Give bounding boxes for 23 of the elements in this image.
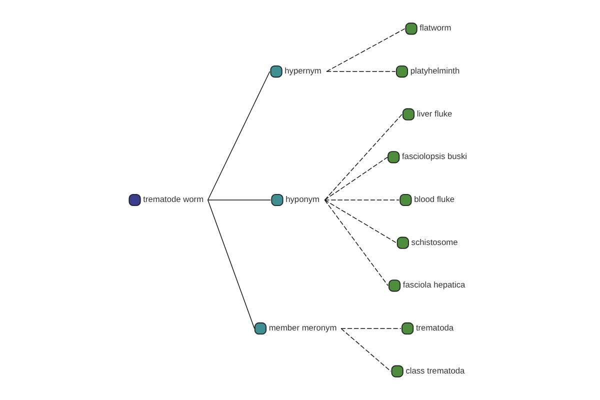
node-label: fasciola hepatica (402, 280, 465, 290)
node-label: flatworm (419, 22, 451, 33)
node-label: schistosome (410, 236, 458, 247)
node-label: liver fluke (416, 108, 452, 118)
node-label: class trematoda (405, 365, 464, 376)
node-label: trematode worm (142, 194, 204, 204)
connector (324, 200, 388, 286)
node-label: platyhelminth (410, 66, 460, 76)
connector (324, 114, 402, 200)
connector (340, 328, 401, 329)
connector (206, 71, 270, 200)
connector (324, 156, 388, 200)
connector (326, 71, 396, 72)
node-label: hyponym (285, 194, 320, 204)
connector (326, 28, 405, 72)
node-label: hypernym (284, 66, 321, 76)
node-label: fasciolopsis buski (401, 151, 467, 162)
connector (206, 200, 254, 329)
connector (324, 200, 396, 244)
node-label: member meronym (268, 322, 336, 333)
node-label: blood fluke (414, 194, 454, 204)
connector (340, 328, 391, 372)
node-label: trematoda (415, 322, 454, 333)
